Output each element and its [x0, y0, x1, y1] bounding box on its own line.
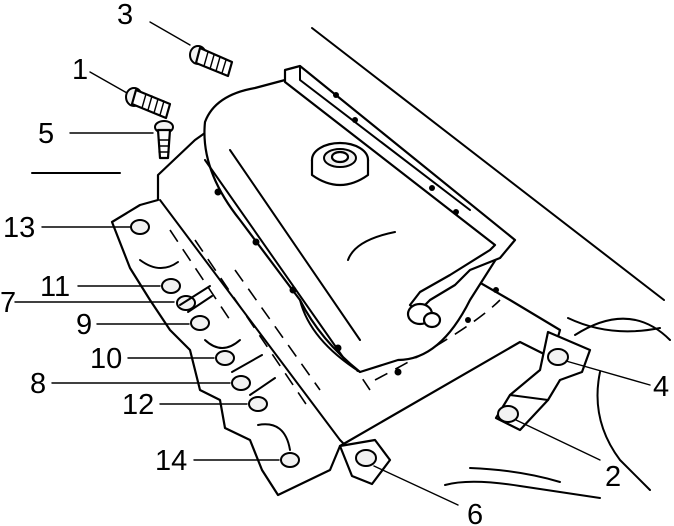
callout-12: 12 [122, 389, 154, 421]
bolt-3 [189, 45, 234, 78]
leader-lines [14, 21, 651, 506]
nuts [130, 219, 569, 468]
lock-plates [179, 285, 276, 396]
callout-4: 4 [653, 371, 669, 403]
callout-8: 8 [30, 368, 46, 400]
callout-11: 11 [40, 271, 70, 303]
callout-3: 3 [117, 0, 133, 31]
callout-9: 9 [76, 309, 92, 341]
callout-2: 2 [605, 461, 621, 493]
rivet-holes [214, 92, 499, 376]
callout-6: 6 [467, 499, 483, 526]
callout-13: 13 [3, 212, 35, 244]
callout-14: 14 [155, 445, 187, 477]
callout-5: 5 [38, 118, 54, 150]
filler-cap [310, 141, 370, 186]
frame-outline [31, 27, 671, 499]
pivot-pin [406, 302, 442, 329]
callout-1: 1 [72, 54, 88, 86]
callout-10: 10 [90, 343, 122, 375]
bolt-1 [125, 87, 172, 120]
bolt-5 [154, 120, 174, 160]
callout-7: 7 [0, 287, 16, 319]
